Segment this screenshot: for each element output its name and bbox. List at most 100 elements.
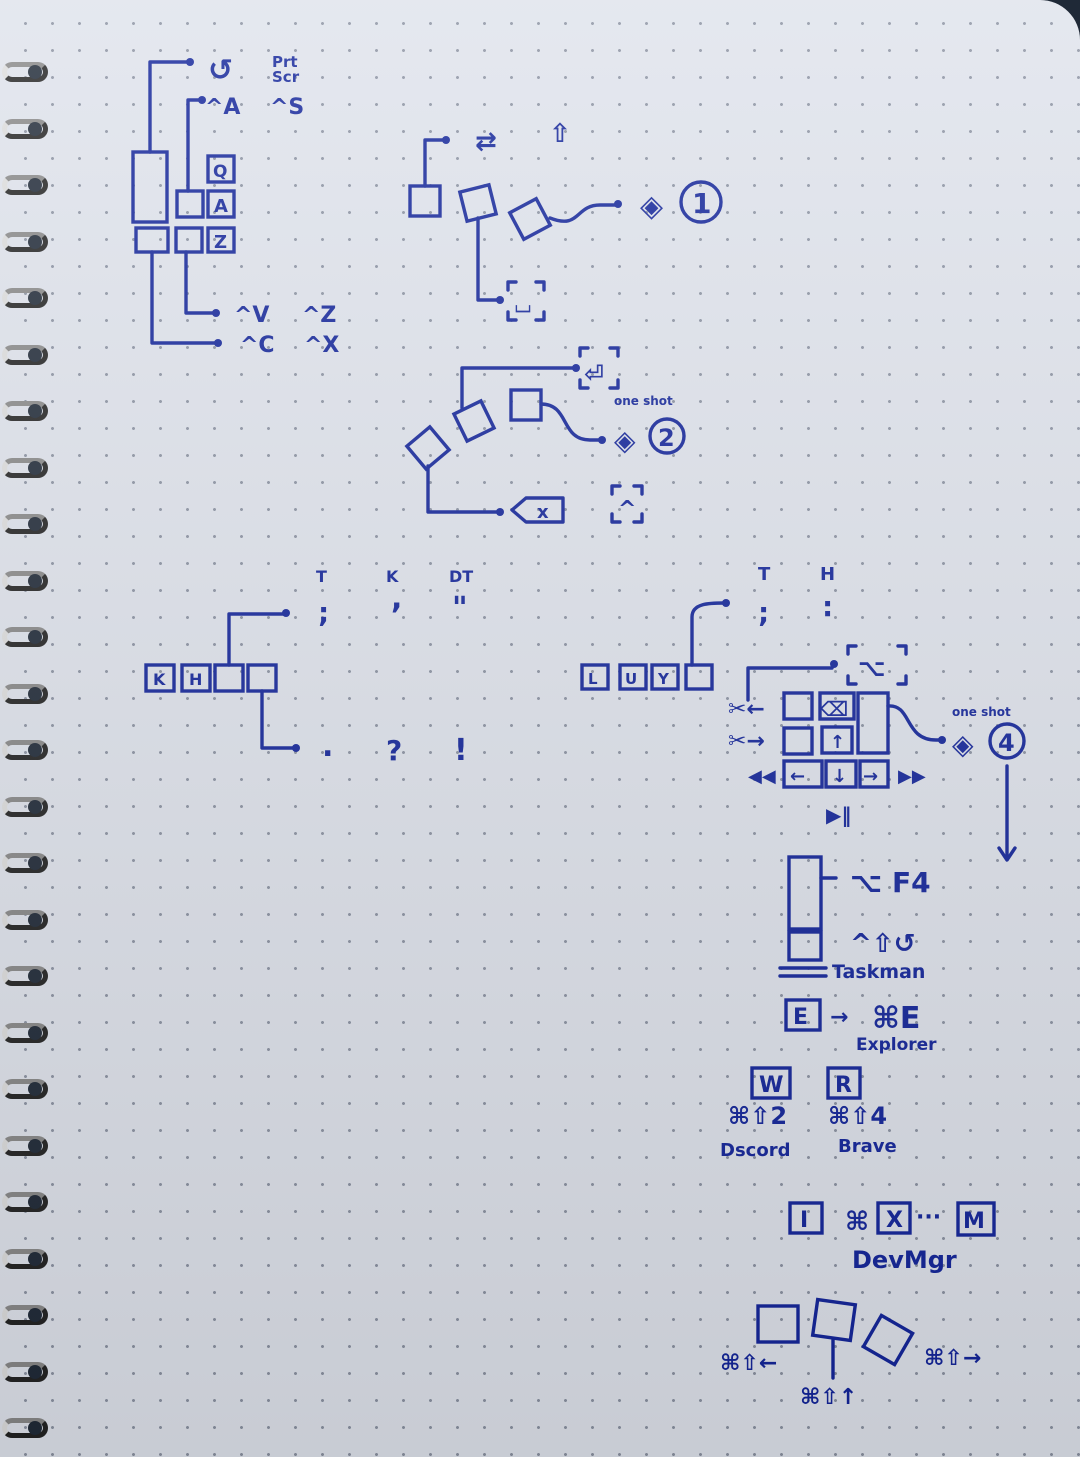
connector-dot (186, 58, 194, 66)
ellipsis-label: ··· (916, 1205, 941, 1230)
cmd-shift-right-label: ⌘⇧→ (924, 1346, 981, 1371)
key-m-label: M (963, 1209, 985, 1234)
key-a-label: A (214, 196, 228, 217)
space-icon: ⌴ (515, 293, 531, 317)
discord-label: Dscord (720, 1140, 790, 1161)
cut-right-icon: ✂→ (728, 729, 765, 754)
ctrl-shift-esc-label: ^⇧↺ (850, 929, 915, 959)
period-label: . (322, 729, 333, 764)
ctrl-z-label: ^Z (302, 303, 336, 328)
cmd-shift-left-label: ⌘⇧← (720, 1351, 777, 1376)
layers-icon: ◈ (640, 189, 663, 224)
key-x-label: X (886, 1208, 903, 1233)
connector-dot (496, 508, 504, 516)
layer-number-1: 1 (692, 187, 711, 220)
key-box (510, 199, 551, 240)
punctuation-right-group: L U Y T H ; : ⌥ ⌫ ↑ ← ↓ → ✂← ✂→ ◀◀ ▶▶ ▶‖ (582, 564, 1024, 860)
option-icon: ⌥ (858, 654, 886, 682)
connector-dot (214, 339, 222, 347)
key-r-label: R (835, 1073, 852, 1098)
thumb-layer-1-group: ⇄ ⇧ ⌴ ◈ 1 (410, 119, 721, 320)
semicolon-label: ; (758, 596, 769, 629)
enter-icon: ⏎ (584, 360, 604, 388)
key-k-label: K (153, 670, 166, 689)
hold-label: H (820, 564, 835, 585)
down-arrow-icon: ↓ (832, 766, 847, 787)
key-box (863, 1315, 912, 1364)
key-box (177, 191, 203, 217)
key-box (248, 665, 276, 691)
ctrl-a-label: ^A (205, 95, 240, 120)
question-label: ? (386, 734, 402, 767)
key-y-label: Y (657, 670, 670, 688)
cut-left-icon: ✂← (728, 697, 765, 722)
layer-number-2: 2 (658, 424, 675, 452)
ctrl-x-label: ^X (304, 333, 339, 358)
connector-line (692, 603, 724, 665)
shift-icon: ⇧ (549, 119, 571, 149)
cmd-shift-2-label: ⌘⇧2 (728, 1102, 787, 1130)
comma-label: , (391, 581, 402, 616)
connector-dot (572, 364, 580, 372)
key-box (686, 665, 712, 689)
key-box (784, 728, 812, 754)
key-box (410, 186, 440, 216)
ctrl-s-label: ^S (270, 95, 304, 120)
right-arrow-icon: → (863, 766, 878, 787)
double-rule (780, 968, 826, 976)
cmd-icon: ⌘ (845, 1207, 869, 1237)
prtscr-label-2: Scr (272, 68, 300, 86)
left-arrow-icon: ← (790, 766, 805, 787)
connector-line (428, 466, 498, 512)
rewind-icon: ◀◀ (748, 766, 776, 787)
connector-dot (830, 660, 838, 668)
connector-line (229, 614, 284, 665)
key-w-label: W (759, 1073, 783, 1098)
key-q-label: Q (213, 162, 227, 182)
connector-line (152, 252, 216, 343)
connector-dot (292, 744, 300, 752)
fast-forward-icon: ▶▶ (898, 766, 926, 787)
layers-icon: ◈ (952, 728, 974, 761)
key-box (813, 1300, 856, 1341)
taskman-label: Taskman (832, 961, 925, 983)
layer-number-4: 4 (998, 729, 1015, 757)
key-box (758, 1306, 798, 1342)
key-box (215, 665, 243, 691)
exclaim-label: ! (454, 733, 468, 768)
key-box (454, 401, 494, 441)
caret-label: ^ (618, 497, 636, 522)
connector-line (262, 691, 294, 748)
key-box (407, 427, 449, 469)
key-z-label: Z (214, 232, 227, 253)
dquote-label: " (452, 591, 468, 626)
key-box (789, 857, 821, 929)
key-u-label: U (625, 670, 637, 688)
up-arrow-icon: ↑ (830, 732, 845, 753)
key-box (789, 932, 821, 960)
key-e-label: E (793, 1005, 808, 1030)
connector-dot (496, 296, 504, 304)
connector-dot (442, 136, 450, 144)
window-snap-group: ⌘⇧← ⌘⇧↑ ⌘⇧→ (720, 1300, 981, 1410)
oneshot-label: one shot (952, 705, 1011, 719)
alt-f4-label: ⌥ F4 (850, 866, 931, 899)
key-box (784, 693, 812, 719)
connector-line (188, 100, 200, 191)
cmd-shift-up-label: ⌘⇧↑ (800, 1385, 857, 1410)
tab-icon: ⇄ (475, 127, 497, 157)
key-box (133, 152, 167, 222)
key-i-label: I (800, 1208, 808, 1233)
connector-dot (722, 599, 730, 607)
explorer-label: Explorer (856, 1035, 937, 1055)
tap-label: T (758, 564, 771, 585)
oneshot-label: one shot (614, 394, 673, 408)
connector-dot (938, 736, 946, 744)
connector-dot (598, 436, 606, 444)
key-l-label: L (588, 670, 598, 688)
delete-icon: ⌫ (820, 697, 848, 721)
connector-line (541, 404, 600, 440)
tap-label: T (316, 567, 327, 586)
key-box (858, 693, 888, 753)
